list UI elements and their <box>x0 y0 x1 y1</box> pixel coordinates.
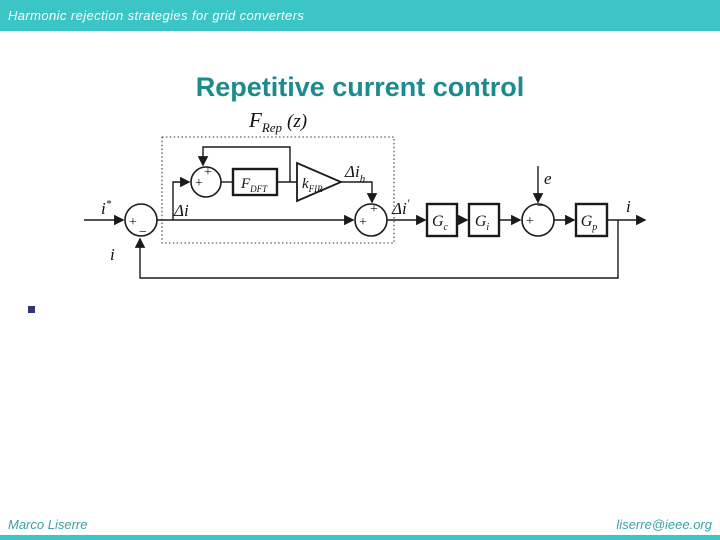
output-current-label: i <box>626 197 631 216</box>
gp-block <box>574 202 609 238</box>
footer-author: Marco Liserre <box>8 517 88 532</box>
delta-i-label: Δi <box>173 201 189 220</box>
e-disturbance-label: e <box>544 169 552 188</box>
summing-junction-harmonic <box>354 203 388 237</box>
plus-sign: + <box>359 215 367 230</box>
kfir-gain-triangle <box>296 161 344 203</box>
gi-block-label: Gi <box>475 213 490 233</box>
wire-kfir-to-sum2 <box>341 181 378 204</box>
gi-block <box>467 202 501 238</box>
plus-sign: + <box>526 214 534 229</box>
gc-block <box>425 202 459 238</box>
bullet-square <box>28 306 35 313</box>
kfir-gain-label: kFIR <box>302 176 323 194</box>
bottom-bar <box>0 535 720 540</box>
feedback-current-label: i <box>110 245 115 264</box>
plus-sign: + <box>129 215 137 230</box>
delta-i-prime-label: Δi′ <box>391 196 410 218</box>
footer-email: liserre@ieee.org <box>616 517 712 532</box>
wire-outer-feedback <box>134 220 619 279</box>
page-title: Repetitive current control <box>195 72 525 102</box>
summing-junction-inner <box>190 166 222 198</box>
summing-junction-main <box>124 203 158 237</box>
input-reference-label: i* <box>101 198 112 218</box>
plus-sign: + <box>195 176 203 191</box>
header-title: Harmonic rejection strategies for grid c… <box>8 8 305 23</box>
plus-sign: + <box>370 202 378 217</box>
wires <box>84 146 647 279</box>
frep-dotted-box <box>161 136 395 244</box>
minus-sign: − <box>139 225 147 240</box>
gc-block-label: Gc <box>432 213 449 233</box>
plus-sign: + <box>204 165 212 180</box>
fdft-block-label: FDFT <box>240 176 268 194</box>
wire-inner-feedback <box>197 146 291 182</box>
fdft-block <box>231 167 279 197</box>
header-bar: Harmonic rejection strategies for grid c… <box>0 0 720 31</box>
gp-block-label: Gp <box>581 213 598 233</box>
frep-label: FRep(z) <box>248 108 307 135</box>
minus-sign: − <box>537 199 545 214</box>
delta-i-h-label: Δih <box>344 162 366 185</box>
wire-branch-to-inner-sum <box>172 176 191 220</box>
summing-junction-disturbance <box>521 203 555 237</box>
